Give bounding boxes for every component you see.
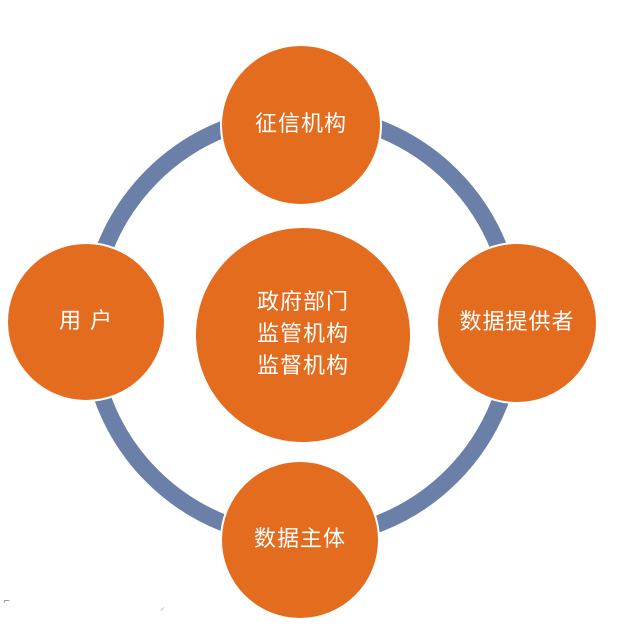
node-data-provider: 数据提供者	[436, 242, 598, 404]
node-government-regulators: 政府部门 监管机构 监督机构	[194, 226, 412, 444]
center-line-supervisor: 监督机构	[256, 354, 349, 379]
node-user-label: 用 户	[59, 309, 113, 334]
node-credit-agency: 征信机构	[220, 44, 382, 206]
node-data-provider-label: 数据提供者	[459, 310, 575, 335]
corner-mark: ⌐	[3, 597, 11, 607]
node-user: 用 户	[6, 242, 166, 402]
center-line-regulator: 监管机构	[256, 322, 349, 347]
center-line-government: 政府部门	[256, 290, 349, 315]
node-data-subject-label: 数据主体	[253, 527, 346, 552]
node-credit-agency-label: 征信机构	[254, 112, 347, 137]
stray-mark: ⸝	[160, 603, 165, 613]
node-data-subject: 数据主体	[220, 460, 380, 620]
